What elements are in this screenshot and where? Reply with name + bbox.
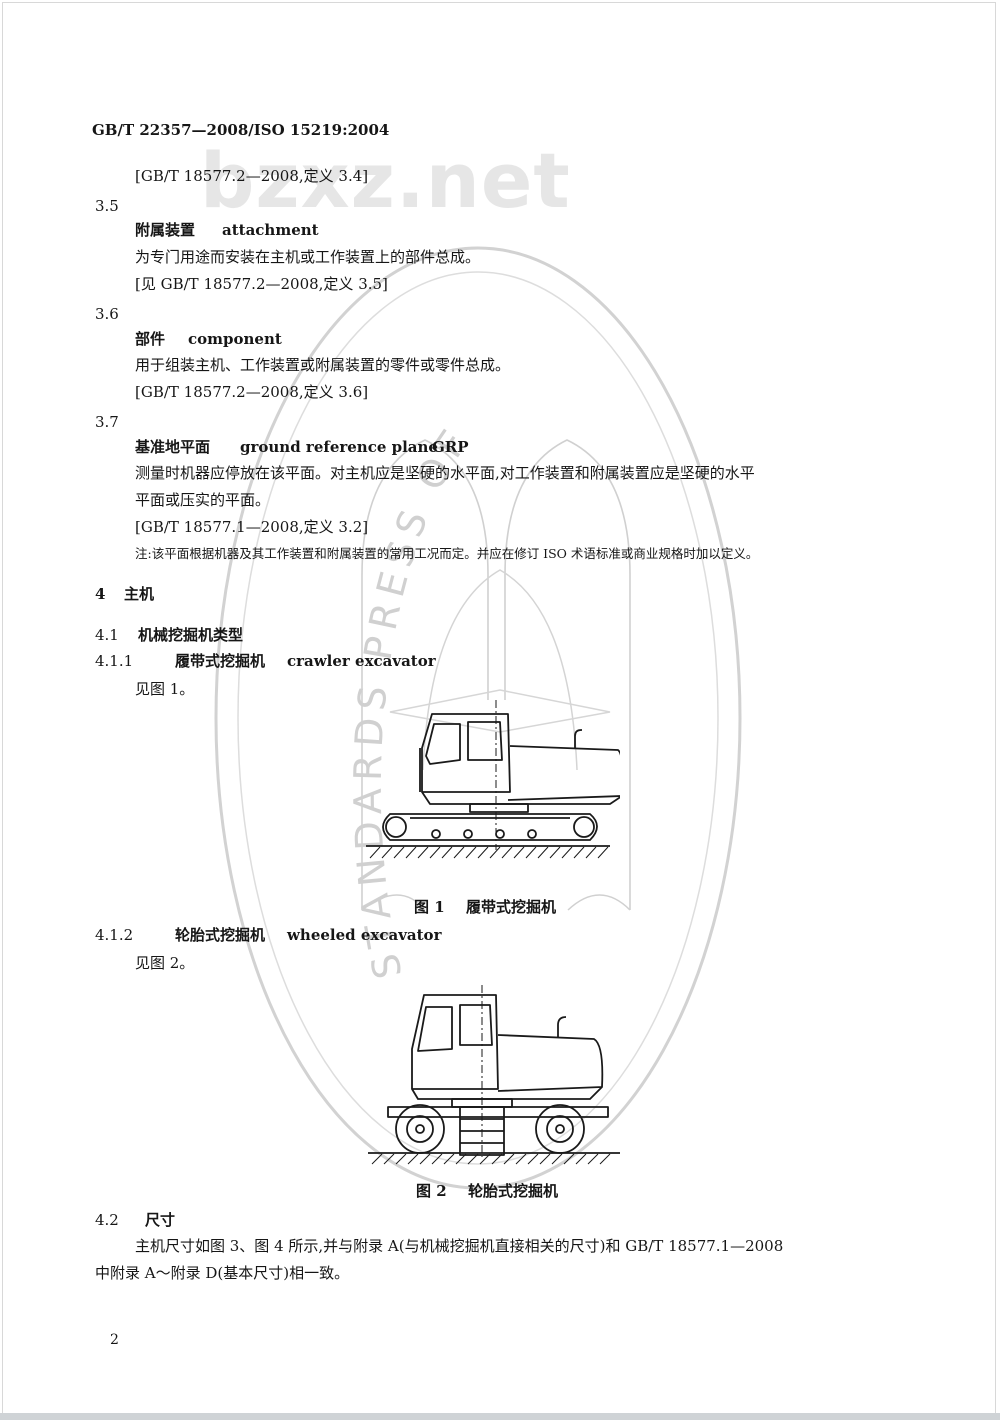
page-number: 2 [110, 1332, 119, 1348]
front-wheel [395, 1104, 445, 1154]
cab-window-front [425, 723, 461, 765]
cab-window-side [467, 721, 503, 761]
section-number-4: 4 [95, 585, 106, 603]
ref-3-7: [GB/T 18577.1—2008,定义 3.2] [135, 518, 369, 536]
crawler-track [382, 813, 598, 841]
note-3-7: 注:该平面根据机器及其工作装置和附属装置的常用工况而定。并应在修订 ISO 术语… [135, 546, 759, 561]
definition-3-6: 用于组装主机、工作装置或附属装置的零件或零件总成。 [135, 356, 511, 374]
rear-wheel [535, 1104, 585, 1154]
definition-3-5: 为专门用途而安装在主机或工作装置上的部件总成。 [135, 248, 481, 266]
figure-1-title: 履带式挖掘机 [466, 898, 557, 916]
section-title-4-1-2-cn: 轮胎式挖掘机 [175, 926, 266, 944]
term-3-7-abbr: GRP [432, 438, 469, 456]
section-title-4-2: 尺寸 [145, 1211, 176, 1229]
section-number-3-6: 3.6 [95, 305, 119, 323]
cab-window-side [459, 1004, 493, 1046]
term-3-5-cn: 附属装置 [135, 221, 196, 239]
section-title-4-1: 机械挖掘机类型 [138, 626, 244, 644]
term-3-5-en: attachment [222, 221, 319, 239]
section-number-4-1: 4.1 [95, 626, 119, 644]
definition-3-7-line2: 平面或压实的平面。 [135, 491, 271, 509]
section-number-3-5: 3.5 [95, 197, 119, 215]
ground-hatching [371, 1153, 611, 1165]
figure-2-label: 图 2 [416, 1182, 447, 1200]
ground-hatching [369, 846, 609, 859]
cab-window-front [417, 1006, 453, 1052]
standard-code: GB/T 22357—2008/ISO 15219:2004 [92, 121, 390, 139]
bottom-strip [0, 1413, 1000, 1420]
see-figure-1: 见图 1。 [135, 680, 195, 698]
section-title-4-1-2-en: wheeled excavator [287, 926, 442, 944]
watermark-text: bzxz.net [200, 136, 571, 225]
exhaust-pipe [557, 1016, 567, 1037]
term-3-6-en: component [188, 330, 282, 348]
figure-1-label: 图 1 [414, 898, 445, 916]
cab-outline [411, 994, 499, 1090]
engine-body [497, 1034, 604, 1092]
section-number-3-7: 3.7 [95, 413, 119, 431]
ref-3-6: [GB/T 18577.2—2008,定义 3.6] [135, 383, 369, 401]
figure-wheeled-excavator [368, 985, 620, 1165]
term-3-6-cn: 部件 [135, 330, 166, 348]
figure-2-title: 轮胎式挖掘机 [468, 1182, 559, 1200]
ref-3-4: [GB/T 18577.2—2008,定义 3.4] [135, 167, 369, 185]
body-4-2-line1: 主机尺寸如图 3、图 4 所示,并与附录 A(与机械挖掘机直接相关的尺寸)和 G… [135, 1237, 784, 1255]
body-4-2-line2: 中附录 A～附录 D(基本尺寸)相一致。 [95, 1264, 350, 1282]
see-figure-2: 见图 2。 [135, 954, 195, 972]
section-number-4-2: 4.2 [95, 1211, 119, 1229]
figure-crawler-excavator [366, 700, 620, 859]
term-3-7-cn: 基准地平面 [135, 438, 211, 456]
engine-body [507, 745, 620, 801]
section-title-4-1-1-cn: 履带式挖掘机 [175, 652, 266, 670]
section-number-4-1-1: 4.1.1 [95, 652, 134, 670]
term-3-7-en: ground reference plane [240, 438, 438, 456]
ref-3-5: [见 GB/T 18577.2—2008,定义 3.5] [135, 275, 388, 293]
section-title-4-1-1-en: crawler excavator [287, 652, 436, 670]
section-number-4-1-2: 4.1.2 [95, 926, 134, 944]
definition-3-7-line1: 测量时机器应停放在该平面。对主机应是坚硬的水平面,对工作装置和附属装置应是坚硬的… [135, 464, 755, 482]
exhaust-pipe [574, 729, 582, 748]
section-title-4: 主机 [124, 585, 155, 603]
cab-outline [421, 713, 511, 793]
